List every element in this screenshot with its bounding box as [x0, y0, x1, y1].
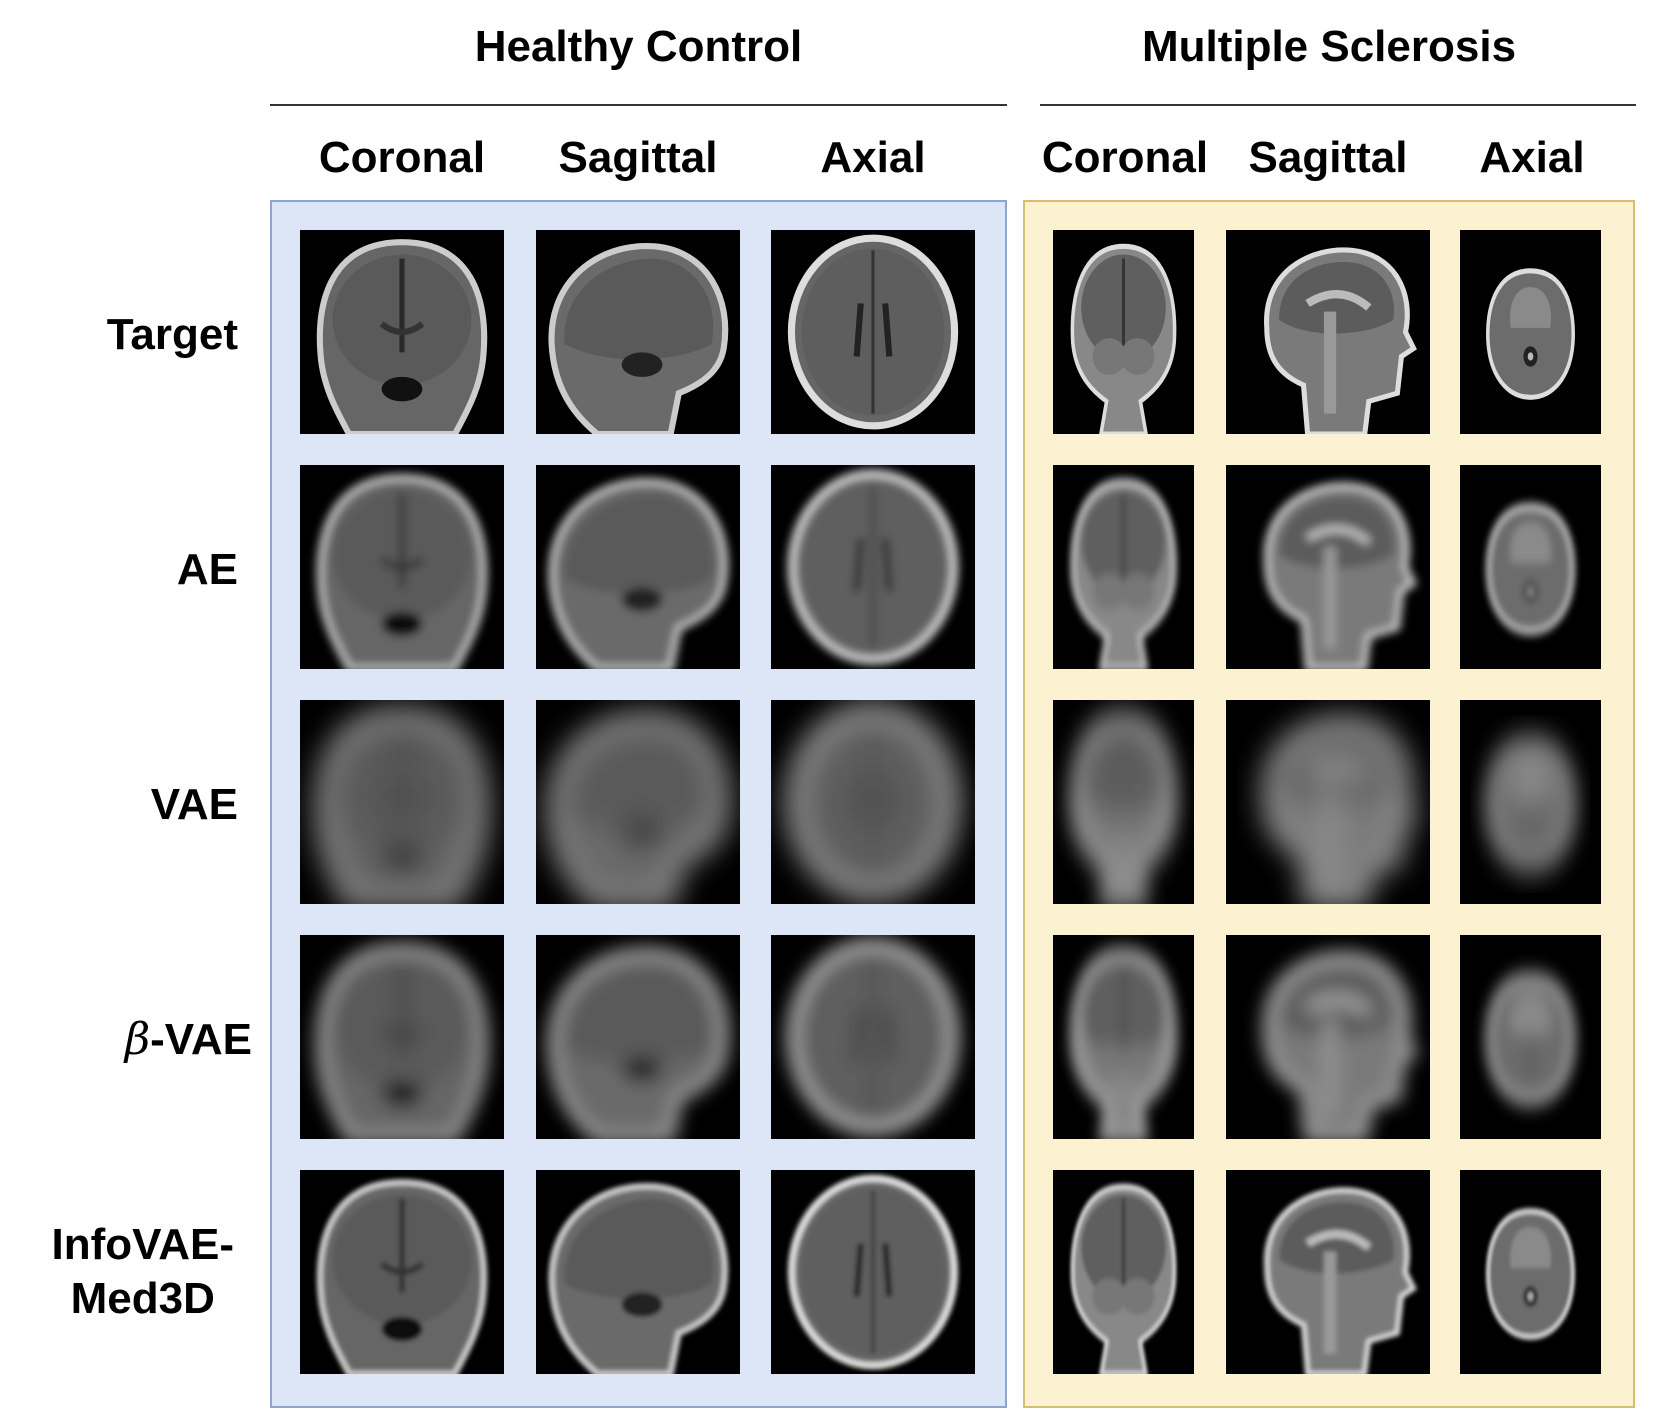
- brain-mri-slice: [1053, 700, 1194, 904]
- column-title-hc-coronal: Coronal: [318, 133, 486, 182]
- brain-mri-slice: [1460, 230, 1601, 434]
- group-title-healthy-control: Healthy Control: [474, 22, 803, 71]
- brain-mri-slice: [1226, 935, 1430, 1139]
- mri-hc-sagittal-target: [536, 230, 740, 434]
- mri-hc-coronal-target: [300, 230, 504, 434]
- mri-hc-axial-vae: [771, 700, 975, 904]
- group-divider-healthy-control: [270, 104, 1007, 106]
- row-label-ae: AE: [176, 545, 238, 594]
- column-title-ms-axial: Axial: [1479, 133, 1585, 182]
- mri-hc-sagittal-infovae-med3d: [536, 1170, 740, 1374]
- mri-hc-coronal-infovae-med3d: [300, 1170, 504, 1374]
- brain-mri-slice: [1460, 700, 1601, 904]
- row-label-vae: VAE: [150, 780, 238, 829]
- brain-mri-slice: [771, 230, 975, 434]
- brain-mri-slice: [1053, 230, 1194, 434]
- brain-mri-slice: [1460, 465, 1601, 669]
- brain-mri-slice: [300, 1170, 504, 1374]
- brain-mri-slice: [771, 700, 975, 904]
- brain-mri-slice: [771, 465, 975, 669]
- brain-mri-slice: [536, 700, 740, 904]
- mri-hc-sagittal--vae: [536, 935, 740, 1139]
- mri-hc-axial-infovae-med3d: [771, 1170, 975, 1374]
- mri-ms-axial-infovae-med3d: [1460, 1170, 1601, 1374]
- mri-hc-axial-target: [771, 230, 975, 434]
- brain-mri-slice: [300, 700, 504, 904]
- brain-mri-slice: [536, 230, 740, 434]
- mri-ms-sagittal-target: [1226, 230, 1430, 434]
- brain-mri-slice: [536, 1170, 740, 1374]
- brain-mri-slice: [536, 465, 740, 669]
- column-title-ms-coronal: Coronal: [1041, 133, 1209, 182]
- brain-mri-slice: [1053, 1170, 1194, 1374]
- row-label-infovae-line2: Med3D: [70, 1274, 215, 1323]
- brain-mri-slice: [1053, 935, 1194, 1139]
- brain-mri-slice: [300, 230, 504, 434]
- mri-ms-axial--vae: [1460, 935, 1601, 1139]
- mri-ms-coronal-infovae-med3d: [1053, 1170, 1194, 1374]
- mri-hc-coronal-vae: [300, 700, 504, 904]
- mri-hc-coronal-ae: [300, 465, 504, 669]
- brain-mri-slice: [1053, 465, 1194, 669]
- brain-mri-slice: [1226, 230, 1430, 434]
- row-label-infovae-med3d: InfoVAE- Med3D: [52, 1218, 235, 1326]
- mri-ms-sagittal-ae: [1226, 465, 1430, 669]
- brain-mri-slice: [771, 1170, 975, 1374]
- mri-ms-sagittal-infovae-med3d: [1226, 1170, 1430, 1374]
- brain-mri-slice: [1226, 700, 1430, 904]
- group-divider-multiple-sclerosis: [1040, 104, 1636, 106]
- row-label-beta-vae: β-VAE: [125, 1013, 252, 1067]
- mri-ms-axial-ae: [1460, 465, 1601, 669]
- mri-hc-axial-ae: [771, 465, 975, 669]
- brain-mri-slice: [536, 935, 740, 1139]
- row-label-infovae-line1: InfoVAE-: [51, 1220, 235, 1269]
- mri-hc-coronal--vae: [300, 935, 504, 1139]
- mri-ms-coronal-vae: [1053, 700, 1194, 904]
- mri-ms-sagittal--vae: [1226, 935, 1430, 1139]
- mri-ms-coronal-target: [1053, 230, 1194, 434]
- column-title-hc-sagittal: Sagittal: [558, 133, 718, 182]
- mri-ms-coronal-ae: [1053, 465, 1194, 669]
- brain-mri-slice: [1226, 465, 1430, 669]
- beta-symbol: β: [124, 1014, 151, 1065]
- brain-mri-slice: [1460, 1170, 1601, 1374]
- brain-mri-slice: [1460, 935, 1601, 1139]
- column-title-hc-axial: Axial: [820, 133, 926, 182]
- row-label-beta-vae-text: -VAE: [150, 1015, 252, 1064]
- mri-ms-axial-target: [1460, 230, 1601, 434]
- brain-mri-slice: [300, 935, 504, 1139]
- brain-mri-slice: [771, 935, 975, 1139]
- group-title-multiple-sclerosis: Multiple Sclerosis: [1141, 22, 1517, 71]
- column-title-ms-sagittal: Sagittal: [1248, 133, 1408, 182]
- row-label-target: Target: [106, 310, 238, 359]
- mri-ms-coronal--vae: [1053, 935, 1194, 1139]
- brain-mri-slice: [1226, 1170, 1430, 1374]
- mri-ms-axial-vae: [1460, 700, 1601, 904]
- mri-hc-sagittal-ae: [536, 465, 740, 669]
- mri-ms-sagittal-vae: [1226, 700, 1430, 904]
- mri-hc-sagittal-vae: [536, 700, 740, 904]
- brain-mri-slice: [300, 465, 504, 669]
- mri-hc-axial--vae: [771, 935, 975, 1139]
